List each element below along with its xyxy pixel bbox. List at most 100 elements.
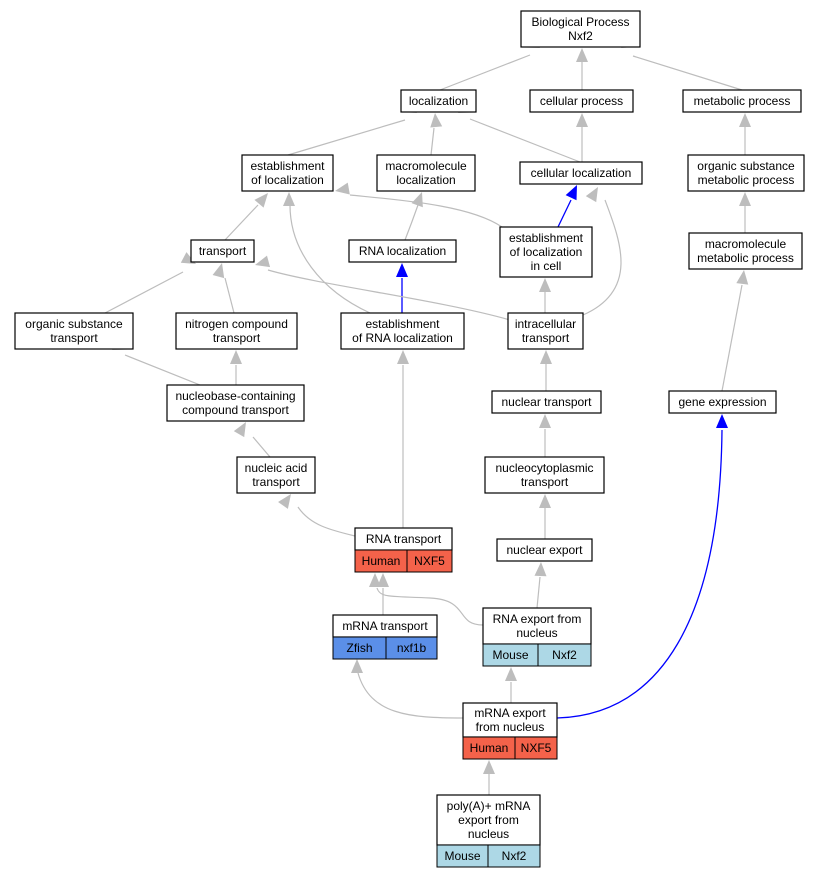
- node-cellular-localization[interactable]: cellular localization: [519, 161, 643, 185]
- node-gene-expression[interactable]: gene expression: [668, 390, 777, 414]
- edge-line: [267, 269, 511, 321]
- node-label: transport: [213, 331, 261, 345]
- node-box: [14, 312, 134, 350]
- node-transport[interactable]: transport: [190, 239, 255, 263]
- node-label: nitrogen compound: [185, 317, 288, 331]
- arrowhead-icon: [335, 182, 350, 195]
- node-box: [499, 226, 593, 278]
- node-label: transport: [522, 331, 570, 345]
- node-metabolic-process[interactable]: metabolic process: [682, 89, 802, 113]
- node-nuclear-transport[interactable]: nuclear transport: [491, 390, 602, 414]
- node-box: [687, 154, 805, 192]
- edge-transport-to-establishment-of-localization: [224, 193, 268, 241]
- node-label: nucleic acid: [245, 461, 308, 475]
- node-label: localization: [409, 94, 468, 108]
- edge-establishment-of-rna-localization-to-rna-localization: [396, 263, 408, 313]
- edge-line: [721, 284, 743, 392]
- arrowhead-icon: [576, 113, 588, 127]
- node-cellular-process[interactable]: cellular process: [529, 89, 634, 113]
- node-label: nucleobase-containing: [175, 389, 295, 403]
- node-label: poly(A)+ mRNA: [447, 799, 531, 813]
- arrowhead-icon: [397, 350, 409, 364]
- node-label: transport: [252, 475, 300, 489]
- arrowhead-icon: [483, 760, 495, 774]
- arrowhead-icon: [230, 350, 242, 364]
- node-nuclear-export[interactable]: nuclear export: [496, 538, 593, 562]
- node-label: export from: [458, 813, 519, 827]
- node-label: organic substance: [697, 159, 795, 173]
- edge-line: [297, 506, 356, 537]
- edge-line: [287, 119, 406, 156]
- edge-rna-transport-to-establishment-of-rna-localization: [397, 350, 409, 528]
- edge-line: [104, 271, 184, 314]
- edge-polya-mrna-export-from-nucleus-to-mrna-export-from-nucleus: [483, 760, 495, 795]
- edge-intracellular-transport-to-cellular-localization: [582, 187, 622, 316]
- gene-label: Nxf2: [502, 849, 527, 863]
- node-label: establishment: [509, 231, 584, 245]
- gene-label: NXF5: [521, 741, 552, 755]
- arrowhead-icon: [411, 192, 423, 208]
- edge-line: [404, 204, 419, 241]
- node-box: [436, 794, 541, 846]
- node-label: macromolecule: [705, 237, 787, 251]
- arrowhead-icon: [739, 113, 751, 127]
- node-label: transport: [199, 244, 247, 258]
- node-label: nuclear export: [506, 543, 583, 557]
- arrowhead-icon: [739, 192, 751, 206]
- node-localization[interactable]: localization: [400, 89, 477, 113]
- edge-line: [582, 199, 622, 316]
- edge-line: [224, 277, 235, 314]
- edge-line: [556, 429, 723, 719]
- edge-mrna-export-from-nucleus-to-gene-expression: [556, 414, 728, 719]
- species-label: Human: [470, 741, 509, 755]
- node-label: of localization: [510, 245, 583, 259]
- node-box: [484, 456, 605, 494]
- gene-label: NXF5: [414, 554, 445, 568]
- arrowhead-icon: [254, 193, 268, 208]
- node-rna-localization[interactable]: RNA localization: [348, 239, 457, 263]
- edge-line: [439, 54, 531, 91]
- node-box: [688, 232, 803, 270]
- edge-line: [224, 204, 259, 241]
- node-box: [376, 154, 476, 192]
- arrowhead-icon: [278, 494, 291, 509]
- edge-establishment-of-localization-in-cell-to-cellular-localization: [557, 185, 577, 228]
- arrowhead-icon: [430, 113, 443, 128]
- node-label: Nxf2: [568, 29, 593, 43]
- node-box: [507, 312, 584, 350]
- edge-mrna-transport-to-rna-transport: [377, 573, 389, 615]
- node-box: [496, 538, 593, 562]
- edge-nucleobase-containing-compound-transport-to-nitrogen-compound-transport: [230, 350, 242, 385]
- edge-establishment-of-rna-localization-to-establishment-of-localization: [283, 192, 371, 314]
- arrowhead-icon: [539, 278, 551, 292]
- edge-intracellular-transport-to-transport: [255, 255, 511, 321]
- edge-rna-export-from-nucleus-to-nuclear-export: [534, 562, 547, 609]
- node-label: from nucleus: [476, 720, 545, 734]
- node-box: [166, 384, 305, 422]
- edge-line: [252, 436, 271, 458]
- arrowhead-icon: [534, 562, 547, 577]
- node-box: [340, 312, 465, 350]
- node-label: metabolic process: [697, 251, 794, 265]
- node-label: cellular localization: [531, 166, 632, 180]
- edge-nuclear-export-to-nucleocytoplasmic-transport: [539, 494, 551, 539]
- edge-gene-expression-to-macromolecule-metabolic-process: [721, 270, 749, 392]
